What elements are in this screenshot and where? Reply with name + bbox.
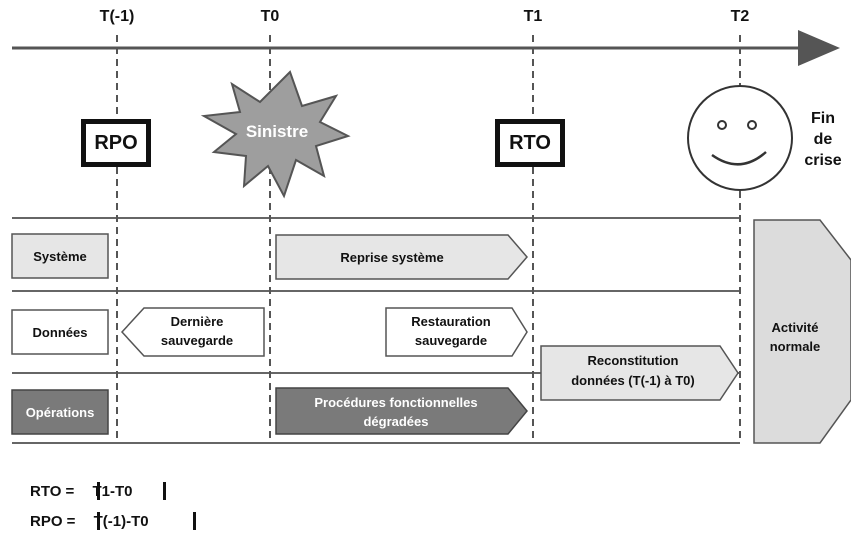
row-box-donnees	[11, 309, 109, 355]
rto-formula-expr: T1-T0	[92, 483, 133, 500]
reconstitution-line: données (T(-1) à T0)	[571, 373, 695, 388]
restauration-sauvegarde-label: Restauration sauvegarde	[386, 312, 516, 350]
marker-t0-label: T0	[260, 8, 280, 25]
smiley-face-icon	[687, 85, 793, 191]
restauration-sauvegarde-arrow	[385, 307, 528, 357]
rto-formula: RTO = T1-T0	[30, 483, 133, 500]
fin-de-crise-line: de	[813, 131, 833, 148]
fin-de-crise-line: crise	[804, 152, 842, 169]
procedures-line: Procédures fonctionnelles	[314, 395, 478, 410]
fin-de-crise-line: Fin	[811, 110, 835, 127]
fin-de-crise-label: Fin de crise	[798, 108, 848, 171]
rpo-label: RPO	[94, 132, 138, 154]
row-box-systeme	[11, 233, 109, 279]
sinistre-label: Sinistre	[245, 122, 309, 141]
marker-t2-label: T2	[730, 8, 750, 25]
activite-line: normale	[769, 339, 821, 354]
reconstitution-donnees-arrow	[540, 345, 739, 401]
procedures-line: dégradées	[363, 414, 429, 429]
formula-bar	[97, 482, 100, 500]
reprise-systeme-arrow	[275, 234, 528, 280]
derniere-sauvegarde-arrow	[120, 307, 265, 357]
activite-line: Activité	[771, 320, 819, 335]
rpo-formula-prefix: RPO =	[30, 513, 80, 530]
marker-t1-label: T1	[523, 8, 543, 25]
rto-box: RTO	[495, 119, 565, 167]
derniere-line: sauvegarde	[160, 333, 234, 348]
row-label-operations: Opérations	[25, 404, 95, 420]
derniere-line: Dernière	[170, 314, 224, 329]
formula-bar	[97, 512, 100, 530]
formula-bar	[193, 512, 196, 530]
derniere-sauvegarde-label: Dernière sauvegarde	[130, 312, 264, 350]
activite-normale-arrow	[753, 219, 851, 444]
row-label-donnees: Données	[32, 324, 88, 340]
formula-bar	[163, 482, 166, 500]
reconstitution-line: Reconstitution	[587, 353, 679, 368]
rpo-formula-expr: T(-1)-T0	[93, 513, 149, 530]
rto-formula-prefix: RTO =	[30, 483, 79, 500]
reprise-systeme-label: Reprise système	[340, 249, 444, 265]
rto-label: RTO	[509, 132, 551, 154]
sinistre-explosion-icon	[200, 70, 351, 199]
activite-normale-label: Activité normale	[756, 318, 834, 356]
row-label-systeme: Système	[33, 248, 87, 264]
restauration-line: Restauration	[411, 314, 491, 329]
rpo-formula: RPO = T(-1)-T0	[30, 513, 149, 530]
procedures-degradees-arrow	[275, 387, 528, 435]
restauration-line: sauvegarde	[414, 333, 488, 348]
procedures-label: Procédures fonctionnelles dégradées	[276, 393, 516, 431]
reconstitution-label: Reconstitution données (T(-1) à T0)	[541, 351, 725, 391]
rpo-box: RPO	[81, 119, 151, 167]
row-box-operations	[11, 389, 109, 435]
marker-t-minus1-label: T(-1)	[99, 8, 135, 25]
